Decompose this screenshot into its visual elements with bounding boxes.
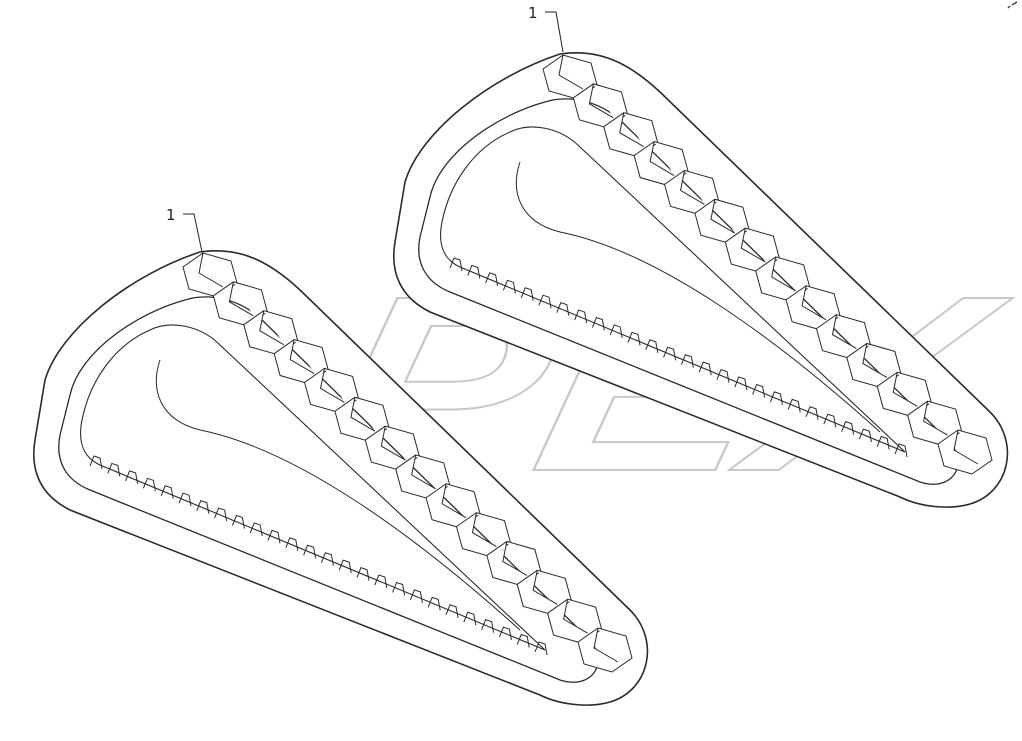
callout-label: 1 xyxy=(166,206,176,224)
callout-label: 1 xyxy=(528,4,538,22)
corner-mark xyxy=(1007,1,1018,9)
callout-right: 1 xyxy=(528,4,564,53)
callout-left: 1 xyxy=(166,206,203,253)
